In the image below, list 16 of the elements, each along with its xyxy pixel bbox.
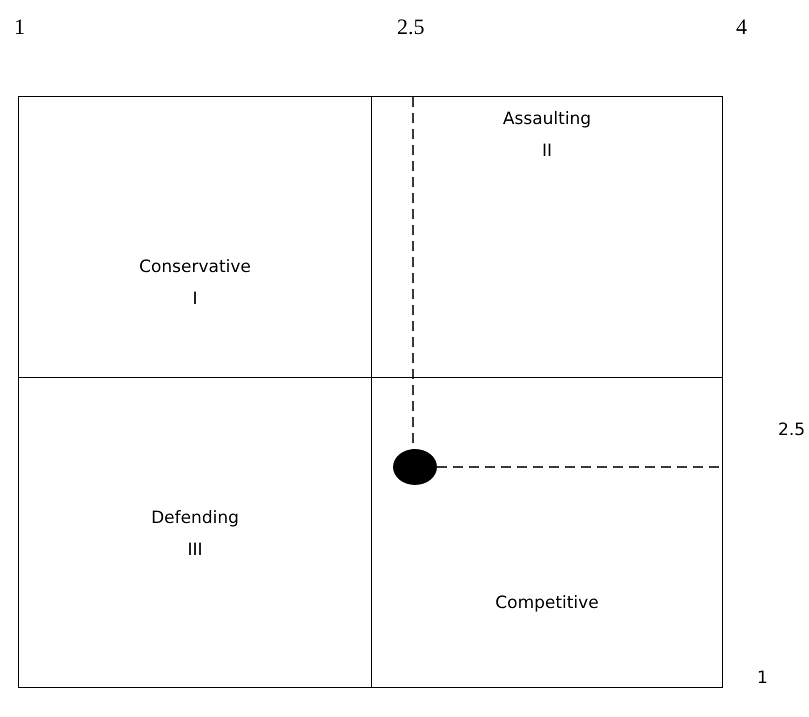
quadrant-title: Conservative bbox=[139, 257, 251, 277]
axis-value-label: 4 bbox=[736, 14, 747, 40]
roman-numeral: III bbox=[187, 540, 203, 560]
quadrant-panel bbox=[18, 96, 372, 378]
axis-value-label: 1 bbox=[14, 14, 25, 40]
quadrant-title: Defending bbox=[151, 508, 239, 528]
quadrant-title: Assaulting bbox=[502, 109, 592, 129]
quadrant-panel bbox=[371, 96, 723, 378]
axis-value-label: 1 bbox=[757, 668, 768, 688]
quadrant-panel bbox=[18, 377, 372, 688]
roman-numeral: I bbox=[192, 289, 198, 309]
axis-value-label: 2.5 bbox=[778, 420, 806, 440]
quadrant-panel bbox=[371, 377, 723, 688]
axis-value-label: 2.5 bbox=[397, 14, 424, 40]
quadrant-title: Competitive bbox=[495, 593, 599, 613]
roman-numeral: II bbox=[542, 141, 552, 161]
